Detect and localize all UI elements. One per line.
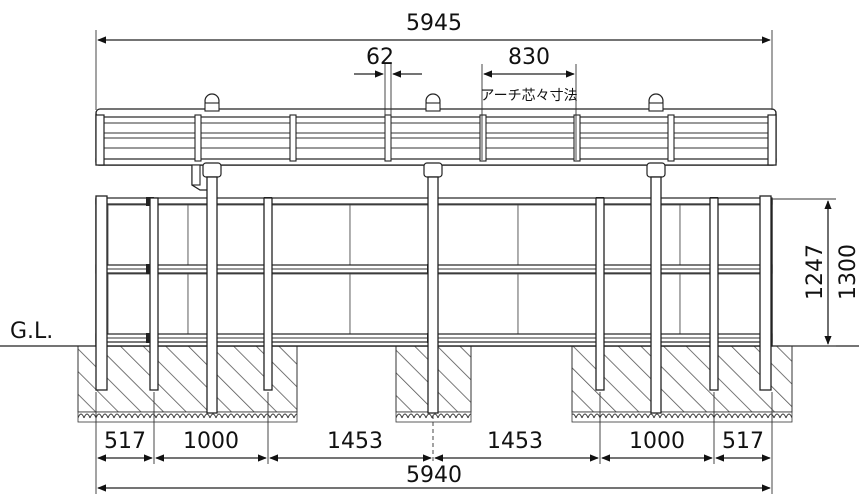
- dim-1453-right: 1453: [487, 429, 543, 454]
- dim-830: 830: [508, 45, 550, 70]
- column-left: [202, 162, 222, 414]
- dim-5945: 5945: [406, 11, 462, 36]
- column-right: [646, 162, 666, 414]
- foundation-left: [77, 345, 298, 413]
- dim-1247: 1247: [803, 244, 828, 300]
- roof-knob-left: [204, 93, 220, 112]
- dim-5940: 5940: [406, 463, 462, 488]
- dim-62: 62: [366, 45, 394, 70]
- carport-columns: [202, 162, 666, 414]
- arch-note: アーチ芯々寸法: [480, 88, 577, 104]
- dim-517-right: 517: [722, 429, 764, 454]
- bottom-dimensions: 517 1000 1453 1453 1000 517 5940: [95, 392, 773, 494]
- gravel-right: [571, 411, 793, 423]
- dim-1000-right: 1000: [629, 429, 685, 454]
- dim-1453-left: 1453: [327, 429, 383, 454]
- carport-roof: [95, 93, 777, 191]
- gravel-left: [77, 411, 298, 423]
- dim-517-left: 517: [104, 429, 146, 454]
- roof-knob-center: [425, 93, 441, 112]
- ground-label: G.L.: [10, 319, 53, 344]
- dim-1300: 1300: [836, 244, 859, 300]
- top-dimensions: 5945 62 830 アーチ芯々寸法: [95, 11, 773, 160]
- dim-1000-left: 1000: [183, 429, 239, 454]
- height-dimensions: 1247 1300: [772, 198, 859, 347]
- fence-posts: [95, 195, 772, 391]
- column-center: [423, 162, 443, 414]
- foundation-right: [571, 345, 793, 413]
- roof-knob-right: [648, 93, 664, 112]
